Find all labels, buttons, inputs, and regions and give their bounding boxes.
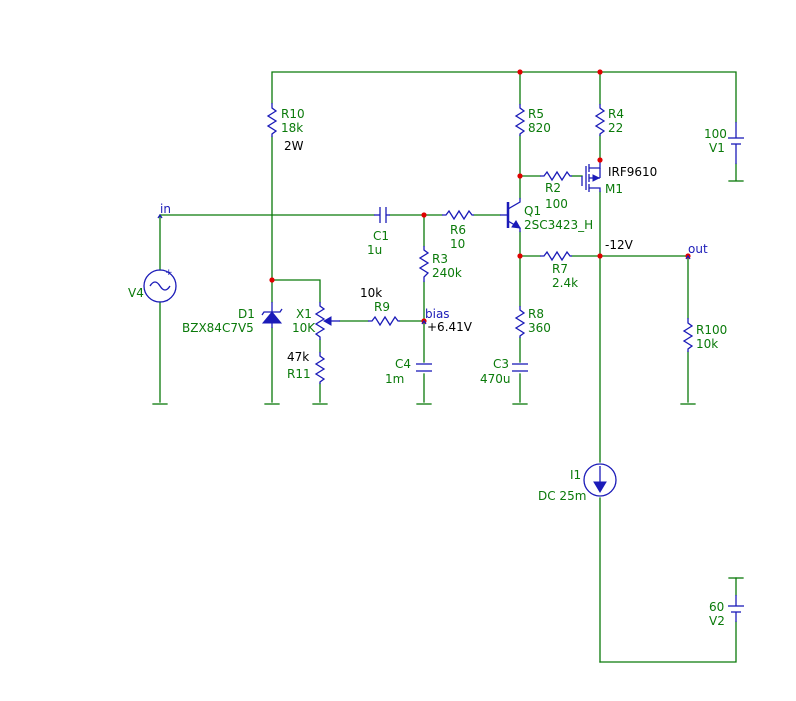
label-R2-value: 100 — [545, 197, 568, 211]
resistor-R4-icon — [594, 104, 606, 136]
label-R10-name: R10 — [281, 107, 305, 121]
label-R4-value: 22 — [608, 121, 623, 135]
label-C1-name: C1 — [373, 229, 389, 243]
label-M1-name: M1 — [605, 182, 623, 196]
label-I1-value: DC 25m — [538, 489, 586, 503]
label-R9-value: 10k — [360, 286, 382, 300]
label-R11-name: R11 — [287, 367, 311, 381]
label-R100-value: 10k — [696, 337, 718, 351]
net-label-bias: bias — [425, 307, 450, 321]
battery-V2-icon — [728, 595, 744, 622]
svg-text:+: + — [165, 268, 173, 278]
resistor-R100-icon — [682, 318, 694, 352]
zener-diode-D1-icon — [261, 302, 283, 328]
label-X1-value: 10K — [292, 321, 316, 335]
labels: in bias out R10 18k 2W R5 820 R4 22 100 … — [128, 107, 727, 628]
label-R11-value: 47k — [287, 350, 309, 364]
label-C3-value: 470u — [480, 372, 511, 386]
label-C4-value: 1m — [385, 372, 404, 386]
npn-transistor-Q1-icon — [500, 198, 521, 232]
signal-source-V4-icon: + - — [143, 268, 177, 306]
resistor-R3-icon — [418, 246, 430, 282]
label-R10-rating: 2W — [284, 139, 304, 153]
resistor-R9-icon — [368, 315, 400, 327]
label-R10-value: 18k — [281, 121, 303, 135]
label-V2-name: V2 — [709, 614, 725, 628]
label-V1-name: V1 — [709, 141, 725, 155]
label-R8-value: 360 — [528, 321, 551, 335]
resistor-R2-icon — [540, 170, 572, 182]
label-R6-value: 10 — [450, 237, 465, 251]
label-D1-name: D1 — [238, 307, 255, 321]
label-C1-value: 1u — [367, 243, 382, 257]
capacitor-C3-icon — [512, 363, 528, 372]
capacitor-C4-icon — [416, 363, 432, 372]
label-R2-name: R2 — [545, 181, 561, 195]
label-R3-name: R3 — [432, 252, 448, 266]
label-R8-name: R8 — [528, 307, 544, 321]
out-voltage-annotation: -12V — [605, 238, 634, 252]
svg-text:-: - — [165, 296, 168, 306]
label-R7-name: R7 — [552, 262, 568, 276]
junction-nodes — [269, 69, 691, 324]
pmos-M1-icon — [581, 160, 601, 192]
label-R5-value: 820 — [528, 121, 551, 135]
bias-voltage-annotation: +6.41V — [427, 320, 473, 334]
label-I1-name: I1 — [570, 468, 581, 482]
label-M1-model: IRF9610 — [608, 165, 657, 179]
label-R100-name: R100 — [696, 323, 727, 337]
label-C4-name: C4 — [395, 357, 411, 371]
net-label-in: in — [160, 202, 171, 216]
resistor-R7-icon — [540, 250, 572, 262]
label-V1-value: 100 — [704, 127, 727, 141]
label-R7-value: 2.4k — [552, 276, 578, 290]
capacitor-C1-icon — [374, 207, 390, 223]
resistor-R6-icon — [442, 209, 474, 221]
resistor-R11-icon — [314, 352, 326, 384]
battery-V1-icon — [728, 122, 744, 164]
label-R4-name: R4 — [608, 107, 624, 121]
net-flags — [157, 213, 691, 325]
label-C3-name: C3 — [493, 357, 509, 371]
label-R5-name: R5 — [528, 107, 544, 121]
resistor-R5-icon — [514, 104, 526, 136]
label-R3-value: 240k — [432, 266, 462, 280]
label-D1-model: BZX84C7V5 — [182, 321, 254, 335]
label-X1-name: X1 — [296, 307, 312, 321]
label-V4-name: V4 — [128, 286, 144, 300]
ground-symbols — [152, 180, 744, 579]
net-label-out: out — [688, 242, 708, 256]
label-R9-name: R9 — [374, 300, 390, 314]
label-Q1-model: 2SC3423_H — [524, 218, 593, 232]
label-R6-name: R6 — [450, 223, 466, 237]
wires — [159, 71, 737, 663]
resistor-R10-icon — [266, 103, 278, 137]
label-Q1-name: Q1 — [524, 204, 541, 218]
current-source-I1-icon — [583, 463, 617, 497]
resistor-R8-icon — [514, 306, 526, 338]
label-V2-value: 60 — [709, 600, 724, 614]
potentiometer-X1-icon — [314, 302, 340, 340]
